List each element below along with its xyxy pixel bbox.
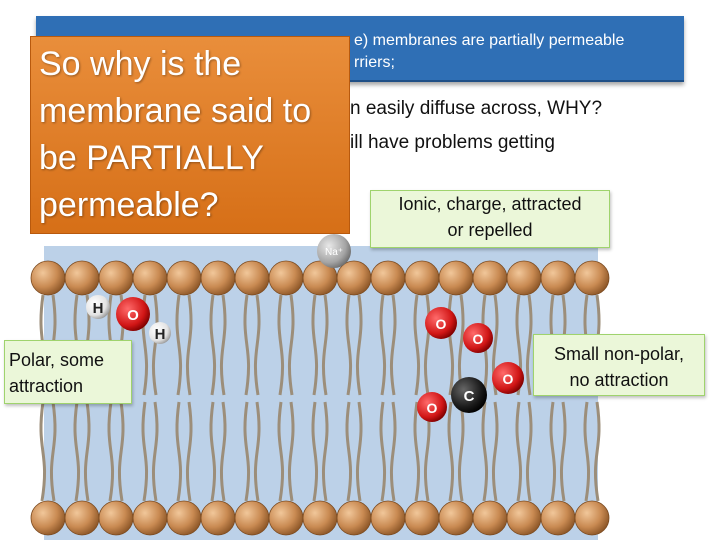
lipid-tail [243, 294, 261, 396]
lipid-tail [175, 294, 193, 396]
ionic-label-box: Ionic, charge, attracted or repelled [370, 190, 610, 248]
banner-text-line2: rriers; [354, 54, 395, 71]
lipid-tail [39, 401, 57, 502]
lipid-tail [515, 401, 533, 502]
lipid-head [506, 260, 542, 296]
lipid-head [200, 500, 236, 536]
hydrogen-label: H [93, 300, 104, 317]
oxygen-label: O [503, 371, 514, 387]
water-molecule: O H H [86, 295, 171, 344]
lipid-tail [345, 401, 363, 502]
nonpolar-label-box: Small non-polar, no attraction [533, 334, 705, 396]
lipid-tail [447, 401, 465, 502]
lipid-head [336, 500, 372, 536]
lipid-head [506, 500, 542, 536]
lipid-head [98, 500, 134, 536]
hydrogen-label: H [155, 326, 166, 343]
question-line4: permeable? [39, 186, 219, 224]
lipid-head [472, 260, 508, 296]
lipid-tail [175, 401, 193, 502]
lipid-head [98, 260, 134, 296]
lipid-tail [583, 401, 601, 502]
lipid-head [234, 260, 270, 296]
lipid-heads [30, 260, 610, 536]
lipid-head [166, 500, 202, 536]
lipid-tail [243, 401, 261, 502]
lipid-tail [549, 401, 567, 502]
banner-text-line1: e) membranes are partially permeable [354, 32, 625, 49]
lipid-tail [345, 294, 363, 396]
ionic-label-line2: or repelled [447, 220, 533, 240]
question-line2: membrane said to [39, 92, 312, 130]
lipid-tail [379, 401, 397, 502]
lipid-head [30, 500, 66, 536]
lipid-tail [107, 401, 125, 502]
lipid-head [234, 500, 270, 536]
lipid-tail [311, 294, 329, 396]
carbon-label: C [464, 388, 475, 405]
lipid-head [336, 260, 372, 296]
title-banner: e) membranes are partially permeable rri… [36, 16, 684, 82]
question-line3: be PARTIALLY [39, 139, 264, 177]
oxygen-label: O [473, 331, 484, 347]
lipid-tail [73, 401, 91, 502]
lipid-head [268, 260, 304, 296]
lipid-head [540, 500, 576, 536]
oxygen-label: O [436, 316, 447, 332]
lipid-head [404, 260, 440, 296]
lipid-head [30, 260, 66, 296]
polar-label-line1: Polar, some [9, 350, 105, 370]
lipid-head [268, 500, 304, 536]
polar-label-box: Polar, some attraction [4, 340, 132, 404]
lipid-tail [277, 401, 295, 502]
carbon-dioxide-molecule: O C O [417, 362, 524, 422]
oxygen-molecule: O O [425, 307, 493, 353]
lipid-head [438, 260, 474, 296]
nonpolar-label-line2: no attraction [569, 370, 669, 390]
lipid-head [302, 500, 338, 536]
nonpolar-label-line1: Small non-polar, [553, 344, 685, 364]
ionic-label-line1: Ionic, charge, attracted [398, 194, 582, 214]
body-text-line1: n easily diffuse across, WHY? [350, 98, 603, 119]
lipid-tail [277, 294, 295, 396]
oxygen-label: O [427, 400, 438, 416]
lipid-tail [413, 294, 431, 396]
sodium-ion: Na⁺ [317, 234, 351, 268]
lipid-head [64, 500, 100, 536]
question-box: So why is the membrane said to be PARTIA… [30, 36, 350, 234]
lipid-tail [209, 401, 227, 502]
lipid-head [166, 260, 202, 296]
lipid-head [404, 500, 440, 536]
polar-label-line2: attraction [9, 376, 84, 396]
lipid-head [132, 260, 168, 296]
lipid-head [370, 260, 406, 296]
lipid-head [200, 260, 236, 296]
lipid-head [438, 500, 474, 536]
lipid-head [540, 260, 576, 296]
body-text-line2: ill have problems getting [350, 132, 555, 153]
lipid-tail [311, 401, 329, 502]
lipid-head [132, 500, 168, 536]
lipid-tail [209, 294, 227, 396]
lipid-head [574, 500, 610, 536]
lipid-head [472, 500, 508, 536]
lipid-head [574, 260, 610, 296]
lipid-tail [481, 401, 499, 502]
lipid-head [370, 500, 406, 536]
sodium-label: Na⁺ [325, 247, 343, 258]
lipid-tail [141, 401, 159, 502]
lipid-head [64, 260, 100, 296]
question-line1: So why is the [39, 45, 242, 83]
lipid-tail [379, 294, 397, 396]
oxygen-label: O [127, 307, 139, 324]
